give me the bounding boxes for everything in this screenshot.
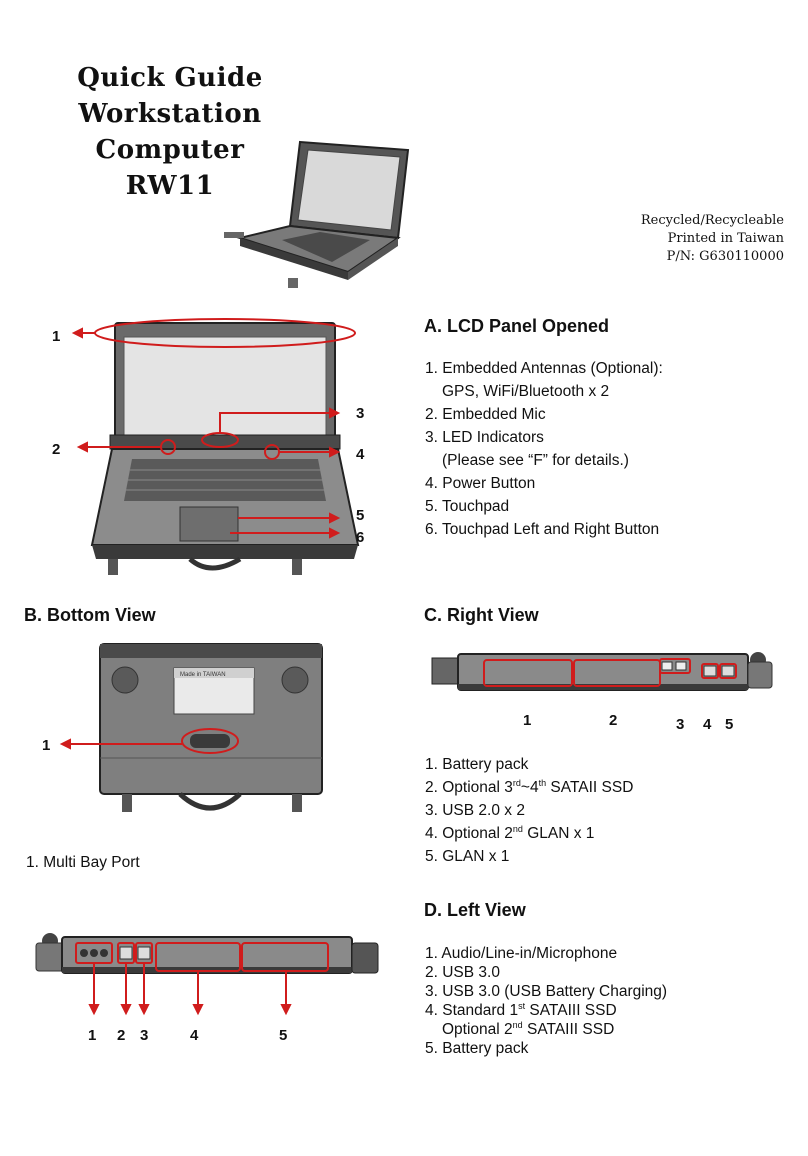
callout-a-1: 1 (52, 328, 61, 345)
section-a-list: 1. Embedded Antennas (Optional): GPS, Wi… (425, 357, 663, 541)
section-c-item-1: 1. Battery pack (425, 756, 529, 773)
callout-d-5: 5 (279, 1027, 288, 1044)
section-d-item-2: 2. USB 3.0 (425, 964, 500, 981)
section-b-item-1: 1. Multi Bay Port (26, 854, 140, 871)
section-c-heading: C. Right View (424, 605, 539, 625)
callout-d-4: 4 (190, 1027, 199, 1044)
callout-c-4: 4 (703, 716, 712, 733)
section-a-heading: A. LCD Panel Opened (424, 316, 610, 336)
section-c-item-3: 3. USB 2.0 x 2 (425, 802, 525, 819)
callout-c-1: 1 (523, 712, 532, 729)
hero-laptop-illustration (224, 140, 410, 288)
section-a-item-1: 1. Embedded Antennas (Optional): (425, 360, 663, 377)
section-a-item-3: 3. LED Indicators (425, 429, 544, 446)
document-meta: Recycled/Recycleable Printed in Taiwan P… (524, 212, 784, 266)
callout-a-3: 3 (356, 405, 365, 422)
callout-d-2: 2 (117, 1027, 126, 1044)
title-line-1: Quick Guide (77, 63, 263, 93)
left-view-figure (35, 933, 379, 1016)
callout-a-5: 5 (356, 507, 365, 524)
callout-b-1: 1 (42, 737, 51, 754)
section-d-heading: D. Left View (424, 900, 526, 920)
section-c-item-2: 2. Optional 3rd~4th SATAII SSD (425, 778, 634, 797)
meta-recycled: Recycled/Recycleable (640, 213, 784, 228)
callout-a-4: 4 (356, 446, 365, 463)
section-a-item-6: 6. Touchpad Left and Right Button (425, 521, 660, 538)
title-line-2: Workstation Computer (78, 99, 262, 165)
section-c-item-4: 4. Optional 2nd GLAN x 1 (425, 824, 595, 843)
section-d-item-1: 1. Audio/Line-in/Microphone (425, 945, 618, 962)
bottom-view-figure: Made in TAIWAN (59, 643, 323, 812)
section-d-item-5: 5. Battery pack (425, 1040, 529, 1057)
lcd-panel-figure (71, 318, 360, 575)
section-a-item-1-detail: GPS, WiFi/Bluetooth x 2 (442, 383, 610, 400)
meta-printed: Printed in Taiwan (667, 231, 784, 246)
section-a-item-3-detail: (Please see “F” for details.) (442, 452, 629, 469)
meta-part-number: P/N: G630110000 (666, 249, 784, 264)
callout-c-3: 3 (676, 716, 685, 733)
section-d-item-3: 3. USB 3.0 (USB Battery Charging) (425, 983, 668, 1000)
section-a-item-2: 2. Embedded Mic (425, 406, 546, 423)
section-b-heading: B. Bottom View (24, 605, 156, 625)
callout-d-1: 1 (88, 1027, 97, 1044)
section-a-item-5: 5. Touchpad (425, 498, 510, 515)
section-a-item-4: 4. Power Button (425, 475, 536, 492)
section-d-list: 1. Audio/Line-in/Microphone 2. USB 3.0 3… (425, 944, 667, 1058)
callout-d-3: 3 (140, 1027, 149, 1044)
callout-a-2: 2 (52, 441, 61, 458)
section-c-item-5: 5. GLAN x 1 (425, 848, 510, 865)
section-d-item-4-detail: Optional 2nd SATAIII SSD (442, 1020, 615, 1039)
section-b-list: 1. Multi Bay Port (26, 851, 140, 874)
label-plate-text: Made in TAIWAN (180, 672, 226, 678)
callout-c-2: 2 (609, 712, 618, 729)
title-line-3: RW11 (125, 171, 215, 201)
callout-c-5: 5 (725, 716, 734, 733)
section-d-item-4: 4. Standard 1st SATAIII SSD (425, 1001, 617, 1020)
document-title: Quick Guide Workstation Computer RW11 (10, 60, 330, 204)
section-c-list: 1. Battery pack 2. Optional 3rd~4th SATA… (425, 753, 633, 868)
callout-a-6: 6 (356, 529, 365, 546)
right-view-figure (431, 652, 773, 691)
